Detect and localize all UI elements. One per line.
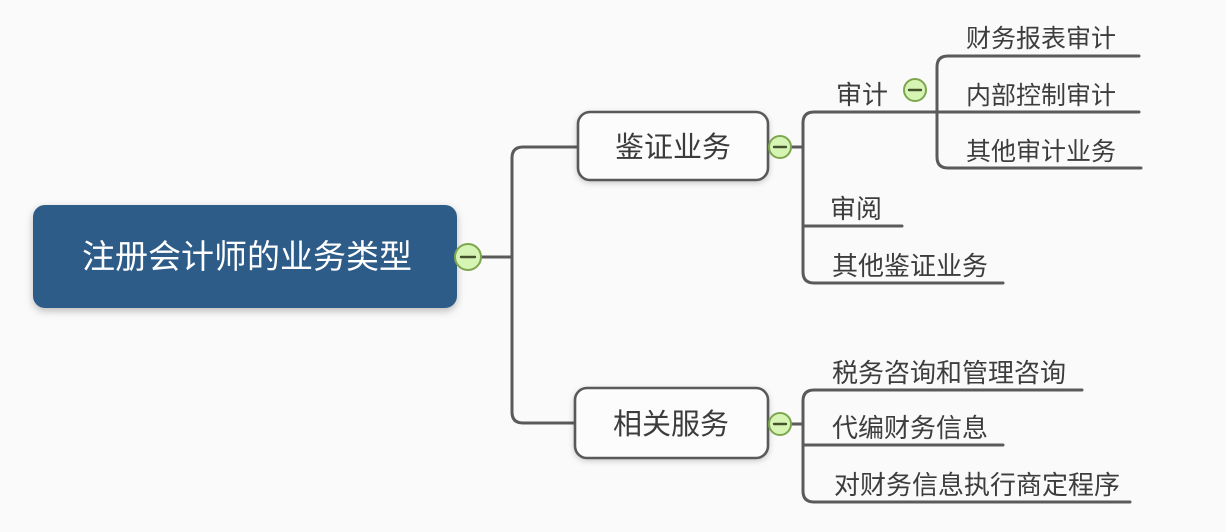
connector-branch-related-children xyxy=(789,388,1132,504)
root-node-label: 注册会计师的业务类型 xyxy=(82,238,412,275)
collapse-button-audit[interactable] xyxy=(903,78,927,102)
branch-node-assurance-box[interactable] xyxy=(576,110,770,182)
leaf-node-internal-control-audit[interactable]: 内部控制审计 xyxy=(966,82,1116,110)
leaf-node-tax-management-consulting[interactable]: 税务咨询和管理咨询 xyxy=(832,358,1066,388)
leaf-node-financial-statement-audit[interactable]: 财务报表审计 xyxy=(966,25,1116,53)
leaf-node-compile-financial-info[interactable]: 代编财务信息 xyxy=(832,413,988,443)
root-node[interactable]: 注册会计师的业务类型 xyxy=(33,205,457,308)
branch-node-related-services[interactable]: 相关服务 xyxy=(573,386,770,460)
leaf-node-label[interactable]: 内部控制审计 xyxy=(966,82,1116,110)
collapse-button-assurance[interactable] xyxy=(768,135,792,159)
collapse-button-root[interactable] xyxy=(454,243,482,271)
branch-node-related-services-label: 相关服务 xyxy=(613,408,729,441)
leaf-node-label[interactable]: 对财务信息执行商定程序 xyxy=(834,470,1120,500)
root-node-box[interactable] xyxy=(33,205,457,308)
leaf-node-agreed-procedures[interactable]: 对财务信息执行商定程序 xyxy=(834,470,1120,500)
leaf-node-label[interactable]: 其他鉴证业务 xyxy=(832,251,988,281)
leaf-node-label[interactable]: 财务报表审计 xyxy=(966,25,1116,53)
branch-node-assurance[interactable]: 鉴证业务 xyxy=(576,110,770,182)
leaf-node-label[interactable]: 税务咨询和管理咨询 xyxy=(832,358,1066,388)
connector-branch-assurance-children xyxy=(789,110,1141,285)
branch-node-assurance-label: 鉴证业务 xyxy=(615,131,731,164)
connector-root-to-branches xyxy=(478,145,580,425)
leaf-node-audit-label[interactable]: 审计 xyxy=(836,80,888,110)
branch-node-related-services-box[interactable] xyxy=(573,386,770,460)
leaf-node-other-assurance[interactable]: 其他鉴证业务 xyxy=(832,251,988,281)
leaf-node-label[interactable]: 代编财务信息 xyxy=(832,413,988,443)
leaf-node-label[interactable]: 审阅 xyxy=(830,194,882,224)
leaf-node-review[interactable]: 审阅 xyxy=(830,194,882,224)
leaf-node-label[interactable]: 其他审计业务 xyxy=(966,138,1116,166)
leaf-node-audit[interactable]: 审计 xyxy=(836,80,888,110)
connector-audit-children xyxy=(935,54,1143,170)
leaf-node-other-audit-business[interactable]: 其他审计业务 xyxy=(966,138,1116,166)
collapse-button-related-services[interactable] xyxy=(768,412,792,436)
